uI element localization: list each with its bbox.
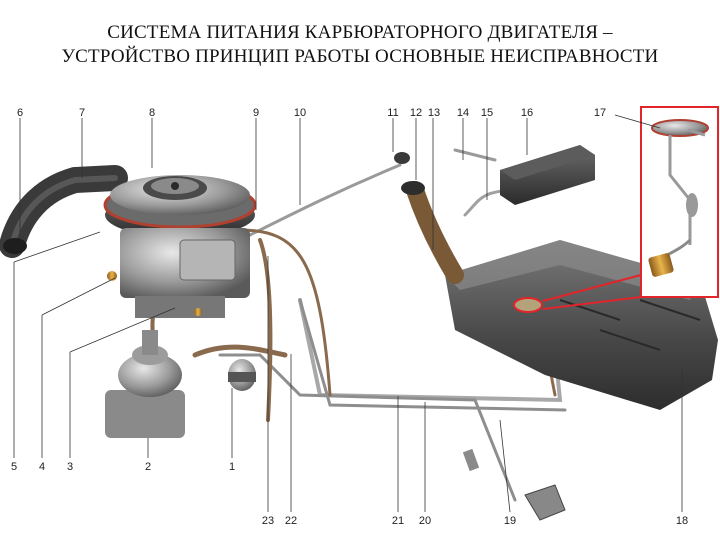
callout-12: 12 bbox=[410, 107, 422, 119]
callout-19: 19 bbox=[504, 515, 516, 527]
accelerator-bracket bbox=[462, 448, 566, 521]
cap-cable bbox=[394, 152, 410, 164]
callout-20: 20 bbox=[419, 515, 431, 527]
fuel-filter bbox=[228, 359, 256, 391]
carburetor bbox=[107, 228, 250, 318]
callout-3: 3 bbox=[67, 461, 73, 473]
callout-2: 2 bbox=[145, 461, 151, 473]
filler-neck bbox=[401, 181, 464, 284]
fuel-sensor-inset bbox=[542, 106, 719, 310]
callout-16: 16 bbox=[521, 107, 533, 119]
callout-4: 4 bbox=[39, 461, 45, 473]
air-intake-hose bbox=[0, 165, 128, 258]
callout-8: 8 bbox=[149, 107, 155, 119]
callout-15: 15 bbox=[481, 107, 493, 119]
callout-22: 22 bbox=[285, 515, 297, 527]
callout-23: 23 bbox=[262, 515, 274, 527]
callout-10: 10 bbox=[294, 107, 306, 119]
callout-6: 6 bbox=[17, 107, 23, 119]
callout-numbers: 6 7 8 9 10 11 12 13 14 15 16 17 5 4 3 2 … bbox=[11, 107, 688, 527]
page-title-line-1: СИСТЕМА ПИТАНИЯ КАРБЮРАТОРНОГО ДВИГАТЕЛЯ… bbox=[107, 22, 613, 43]
air-filter-housing bbox=[103, 175, 257, 237]
callout-14: 14 bbox=[457, 107, 469, 119]
page-title-line-2: УСТРОЙСТВО ПРИНЦИП РАБОТЫ ОСНОВНЫЕ НЕИСП… bbox=[61, 46, 659, 67]
callout-21: 21 bbox=[392, 515, 404, 527]
callout-17: 17 bbox=[594, 107, 606, 119]
fuel-pump bbox=[105, 330, 185, 438]
callout-1: 1 bbox=[229, 461, 235, 473]
leader-lines bbox=[13, 114, 683, 513]
callout-7: 7 bbox=[79, 107, 85, 119]
callout-13: 13 bbox=[428, 107, 440, 119]
callout-18: 18 bbox=[676, 515, 688, 527]
callout-9: 9 bbox=[253, 107, 259, 119]
vapor-separator bbox=[500, 145, 595, 205]
callout-5: 5 bbox=[11, 461, 17, 473]
callout-11: 11 bbox=[387, 107, 398, 119]
